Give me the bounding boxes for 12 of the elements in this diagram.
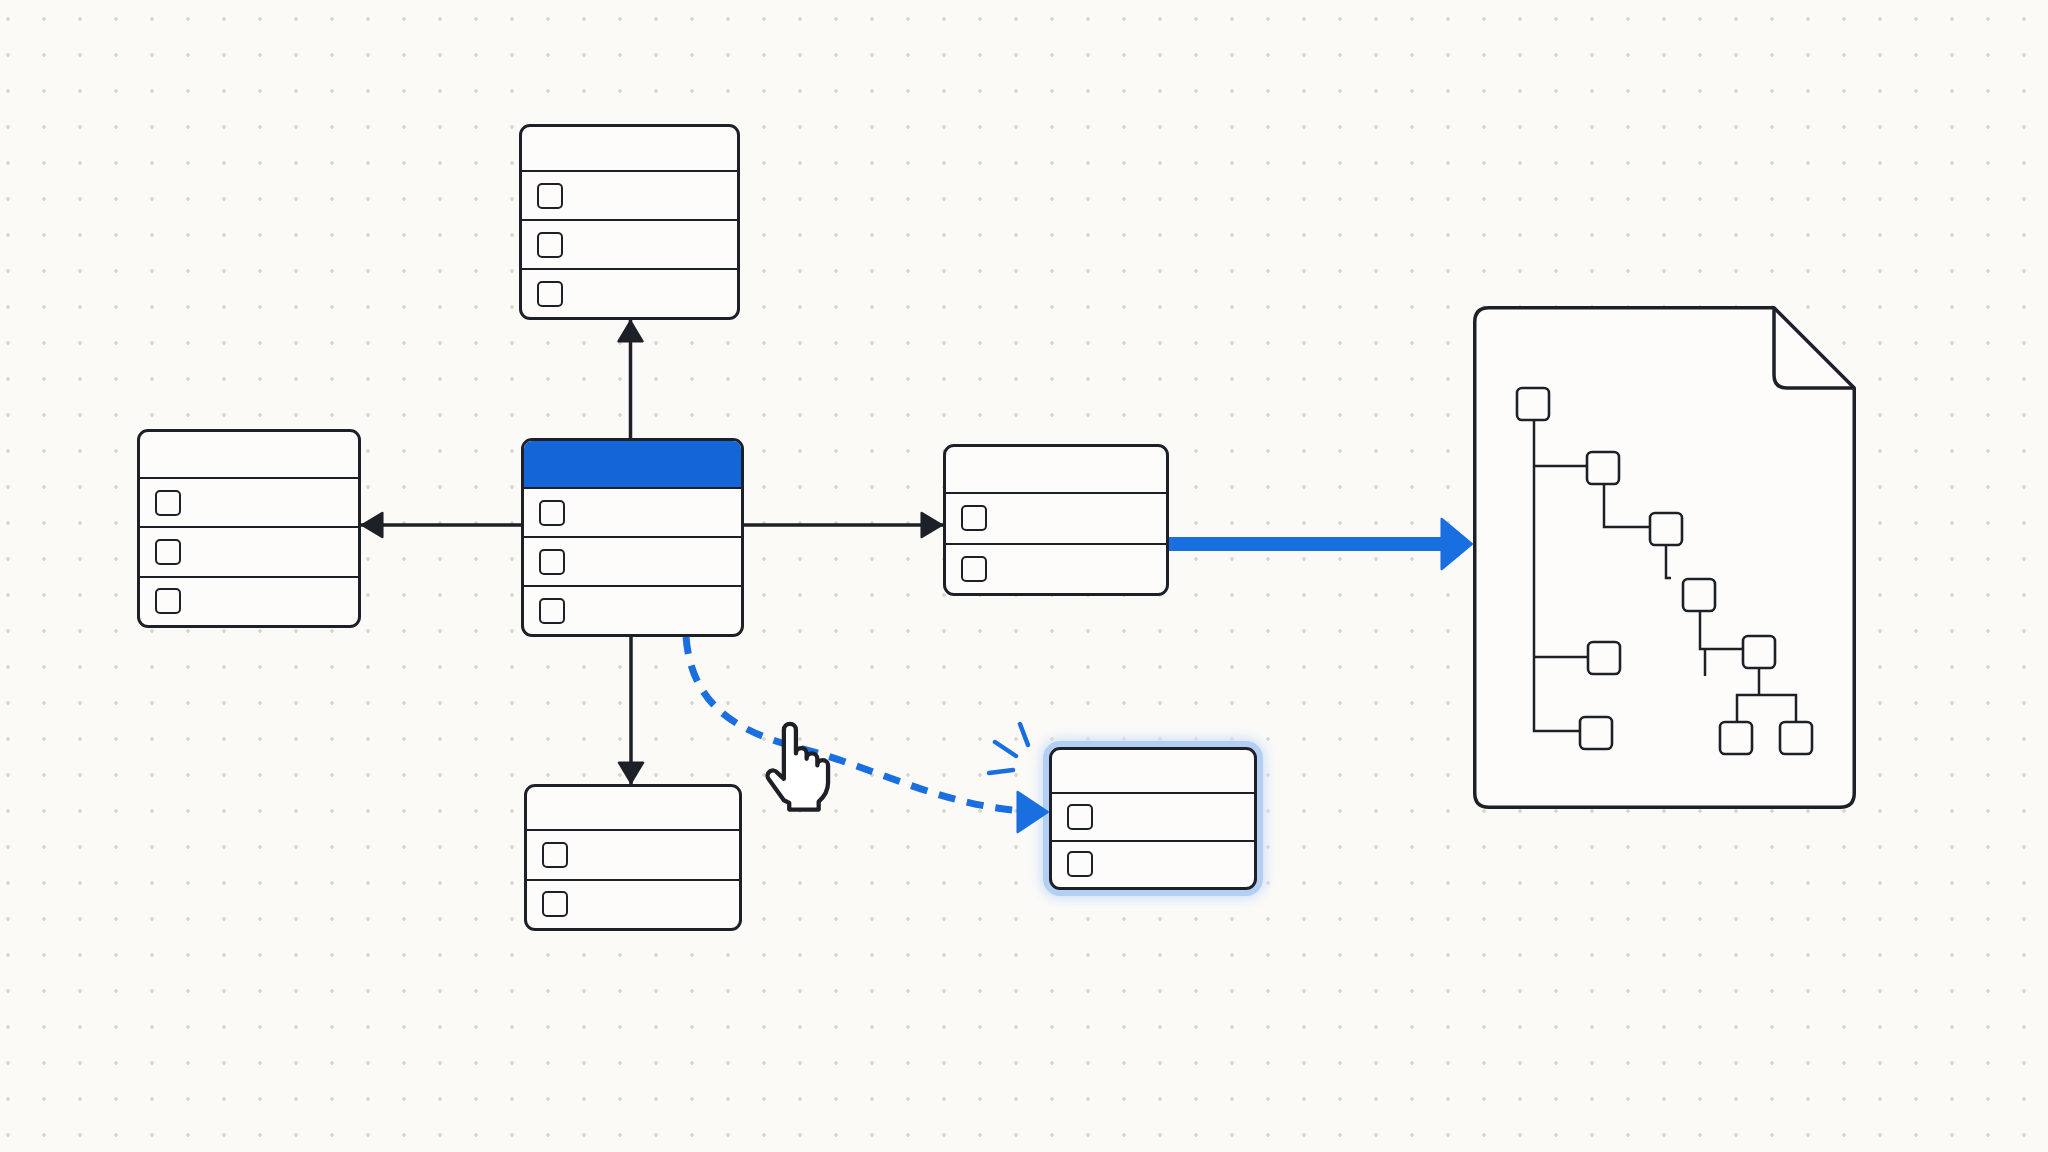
table-card — [943, 444, 1169, 596]
arrow — [617, 637, 645, 784]
dashed-arrow — [682, 636, 1050, 833]
arrow — [617, 320, 644, 438]
table-card — [521, 438, 744, 637]
document-page — [1473, 306, 1856, 809]
table-card — [524, 784, 742, 931]
thick-arrow — [1169, 517, 1473, 571]
arrow — [361, 511, 521, 539]
table-card — [137, 429, 361, 628]
arrow — [744, 511, 943, 539]
table-card — [519, 124, 740, 320]
